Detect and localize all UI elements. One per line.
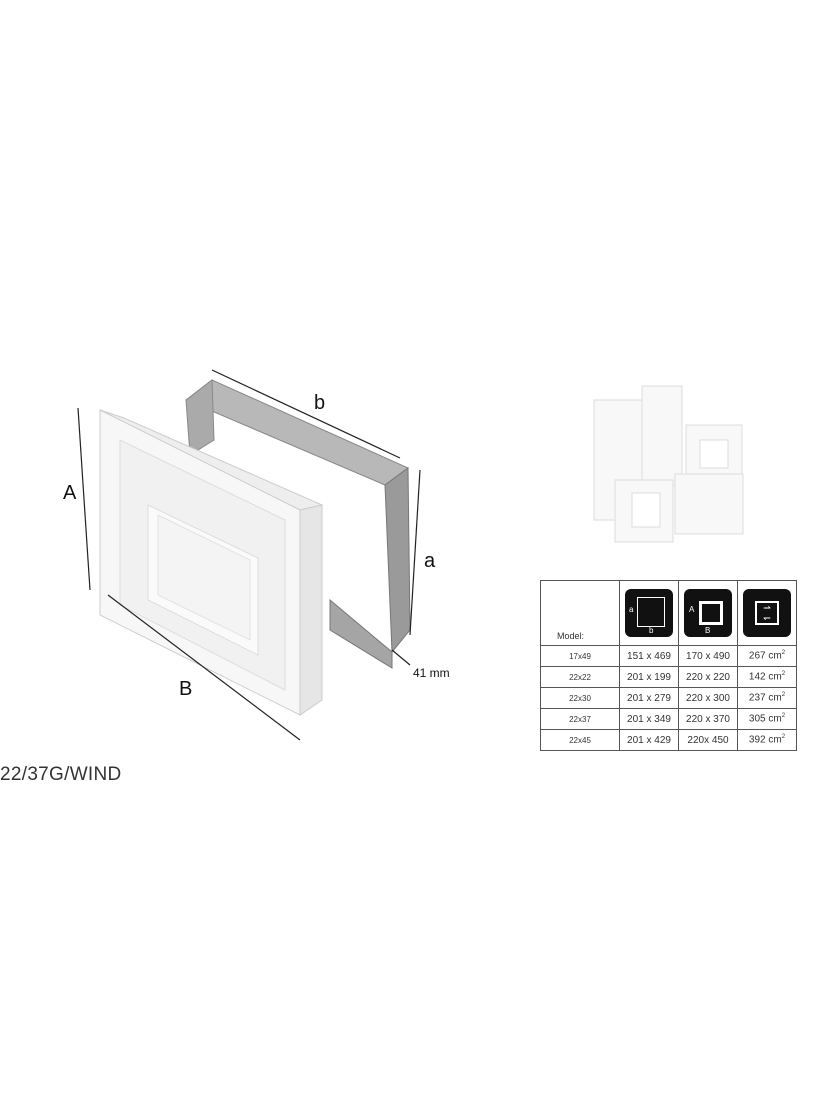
inner-size-cell: 201 x 429 xyxy=(619,729,679,751)
table-row: 17x49 151 x 469 170 x 490 267 cm2 xyxy=(540,645,797,667)
white-grille-frame xyxy=(99,409,324,716)
outer-size-cell: 220 x 220 xyxy=(678,666,738,688)
model-header: Model: xyxy=(540,580,620,646)
table-header-row: Model: a b A B ⇀↽ xyxy=(540,580,797,646)
area-cell: 267 cm2 xyxy=(737,645,797,667)
inner-dimension-icon: a b xyxy=(625,589,673,637)
airflow-area-icon: ⇀↽ xyxy=(743,589,791,637)
dimension-label-a: a xyxy=(424,550,436,572)
unit-exponent: 2 xyxy=(781,650,786,657)
area-value: 267 cm xyxy=(748,650,782,662)
model-cell: 22x22 xyxy=(540,666,620,688)
table-row: 22x30 201 x 279 220 x 300 237 cm2 xyxy=(540,687,797,709)
inner-size-cell: 201 x 199 xyxy=(619,666,679,688)
area-value: 142 cm xyxy=(748,671,782,683)
icon-label-B: B xyxy=(705,626,711,635)
unit-exponent: 2 xyxy=(781,713,786,720)
product-variants-photo xyxy=(593,385,744,543)
mounting-sleeve xyxy=(185,379,411,669)
icon-label-A: A xyxy=(689,605,695,614)
icon-label-a: a xyxy=(629,605,634,614)
model-cell: 17x49 xyxy=(540,645,620,667)
area-value: 392 cm xyxy=(748,734,782,746)
inner-size-cell: 201 x 349 xyxy=(619,708,679,730)
unit-exponent: 2 xyxy=(781,692,786,699)
inner-size-cell: 151 x 469 xyxy=(619,645,679,667)
depth-label: 41 mm xyxy=(413,666,450,680)
unit-exponent: 2 xyxy=(781,671,786,678)
outer-dimension-icon: A B xyxy=(684,589,732,637)
dimensions-table: Model: a b A B ⇀↽ 17x49 151 x 469 170 x … xyxy=(540,580,797,751)
table-row: 22x37 201 x 349 220 x 370 305 cm2 xyxy=(540,708,797,730)
outer-size-cell: 220 x 370 xyxy=(678,708,738,730)
dimension-label-A: A xyxy=(63,482,77,504)
icon-label-b: b xyxy=(649,626,654,635)
table-row: 22x45 201 x 429 220x 450 392 cm2 xyxy=(540,729,797,751)
area-cell: 237 cm2 xyxy=(737,687,797,709)
area-cell: 305 cm2 xyxy=(737,708,797,730)
table-row: 22x22 201 x 199 220 x 220 142 cm2 xyxy=(540,666,797,688)
model-name: 22/37G/WIND xyxy=(0,764,122,785)
model-cell: 22x37 xyxy=(540,708,620,730)
area-value: 305 cm xyxy=(748,713,782,725)
dimension-label-B: B xyxy=(179,678,193,700)
area-cell: 142 cm2 xyxy=(737,666,797,688)
area-cell: 392 cm2 xyxy=(737,729,797,751)
outer-size-cell: 170 x 490 xyxy=(678,645,738,667)
inner-size-cell: 201 x 279 xyxy=(619,687,679,709)
area-value: 237 cm xyxy=(748,692,782,704)
unit-exponent: 2 xyxy=(781,734,786,741)
model-cell: 22x45 xyxy=(540,729,620,751)
outer-size-cell: 220x 450 xyxy=(678,729,738,751)
dimension-lines xyxy=(77,369,421,741)
dimension-label-b: b xyxy=(314,392,326,414)
model-cell: 22x30 xyxy=(540,687,620,709)
outer-size-cell: 220 x 300 xyxy=(678,687,738,709)
